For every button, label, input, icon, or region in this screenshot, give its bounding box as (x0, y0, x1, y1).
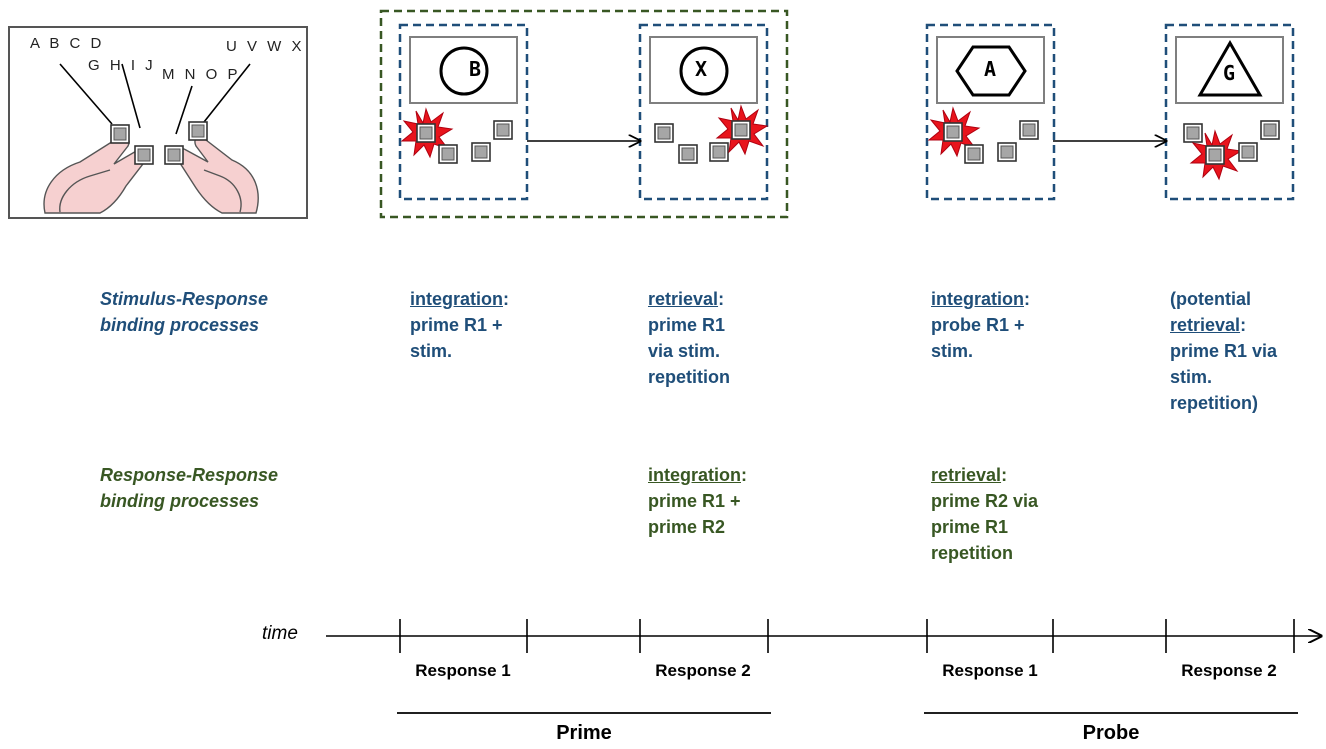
response-key (654, 123, 674, 143)
sr-row-label-line2: binding processes (100, 315, 260, 335)
rr-row-label-line2: binding processes (100, 491, 260, 511)
rr-head: retrieval (931, 465, 1002, 485)
sr-punct: : (1240, 315, 1247, 335)
sr-line: stim. (410, 341, 453, 361)
response-key (964, 144, 984, 164)
trial-panel-probe-r2 (1164, 23, 1295, 201)
key-group-uvwx: U V W X (226, 38, 305, 55)
sr-punct: : (503, 289, 509, 309)
sr-line: repetition (648, 367, 731, 387)
response-key (1260, 120, 1280, 140)
stimulus-screen (1175, 36, 1284, 104)
response-label-prime-2: Response 2 (655, 661, 751, 680)
sr-line: prime R1 + (410, 315, 503, 335)
sr-line: prime R1 (648, 315, 726, 335)
key-group-ghij: G H I J (88, 57, 156, 74)
sr-head: integration (931, 289, 1024, 309)
pressed-key (943, 122, 963, 142)
rr-line: repetition (931, 543, 1014, 563)
sr-line: stim. (931, 341, 974, 361)
response-key (1183, 123, 1203, 143)
sr-line: probe R1 + (931, 315, 1025, 335)
response-label-probe-2: Response 2 (1181, 661, 1277, 680)
stimulus-letter-probe-r1: A (983, 57, 997, 81)
response-key (471, 142, 491, 162)
keyboard-panel (8, 26, 308, 219)
pressed-key (1205, 145, 1225, 165)
response-key (1238, 142, 1258, 162)
rr-line: prime R2 via (931, 491, 1039, 511)
rr-head: integration (648, 465, 741, 485)
stimulus-screen (409, 36, 518, 104)
pressed-key (416, 123, 436, 143)
sr-row-label-line1: Stimulus-Response (100, 289, 269, 309)
key-group-mnop: M N O P (162, 66, 241, 83)
sr-text-prime-r1: integration: prime R1 + stim. (410, 286, 509, 364)
rr-line: prime R1 + (648, 491, 741, 511)
sr-line: prime R1 via (1170, 341, 1278, 361)
response-key (438, 144, 458, 164)
stimulus-triangle-shape (1197, 39, 1263, 97)
hands-illustration (43, 135, 259, 214)
phase-label-prime: Prime (556, 722, 612, 744)
stimulus-hexagon-shape (955, 45, 1027, 97)
stimulus-letter-probe-r2: G (1222, 61, 1236, 85)
sr-text-probe-r2: (potential retrieval: prime R1 via stim.… (1170, 286, 1277, 416)
stimulus-letter-prime-r2: X (694, 57, 708, 81)
rr-punct: : (741, 465, 747, 485)
prime-rr-binding-box (379, 9, 789, 219)
sr-punct: : (718, 289, 725, 309)
sr-line: via stim. (648, 341, 721, 361)
response-key (997, 142, 1017, 162)
sr-row-label: Stimulus-Response binding processes (100, 286, 268, 338)
stimulus-circle-shape (439, 46, 489, 96)
pressed-key (731, 120, 751, 140)
stimulus-letter-prime-r1: B (468, 57, 482, 81)
trial-panel-probe-r1 (925, 23, 1056, 201)
response-key (1019, 120, 1039, 140)
rr-line: prime R1 (931, 517, 1009, 537)
sr-line: repetition) (1170, 393, 1258, 413)
rr-row-label-line1: Response-Response (100, 465, 279, 485)
stimulus-screen (649, 36, 758, 104)
trial-panel-prime-r2 (638, 23, 769, 201)
key-group-abcd: A B C D (30, 35, 105, 52)
response-key (678, 144, 698, 164)
rr-punct: : (1001, 465, 1008, 485)
phase-label-probe: Probe (1082, 722, 1140, 744)
sr-line: stim. (1170, 367, 1213, 387)
rr-text-probe-r1: retrieval: prime R2 via prime R1 repetit… (931, 462, 1038, 566)
response-key (709, 142, 729, 162)
sr-text-probe-r1: integration: probe R1 + stim. (931, 286, 1030, 364)
sr-head: integration (410, 289, 503, 309)
rr-text-prime-r2: integration: prime R1 + prime R2 (648, 462, 747, 540)
response-label-prime-1: Response 1 (415, 661, 511, 680)
sr-text-prime-r2: retrieval: prime R1 via stim. repetition (648, 286, 730, 390)
sr-pre: (potential (1170, 289, 1251, 309)
sr-head: retrieval (648, 289, 719, 309)
trial-panel-prime-r1 (398, 23, 529, 201)
sr-punct: : (1024, 289, 1030, 309)
time-label: time (262, 623, 298, 644)
rr-row-label: Response-Response binding processes (100, 462, 278, 514)
stimulus-circle-shape (679, 46, 729, 96)
sr-head: retrieval (1170, 315, 1241, 335)
rr-line: prime R2 (648, 517, 726, 537)
response-label-probe-1: Response 1 (942, 661, 1038, 680)
response-key (493, 120, 513, 140)
